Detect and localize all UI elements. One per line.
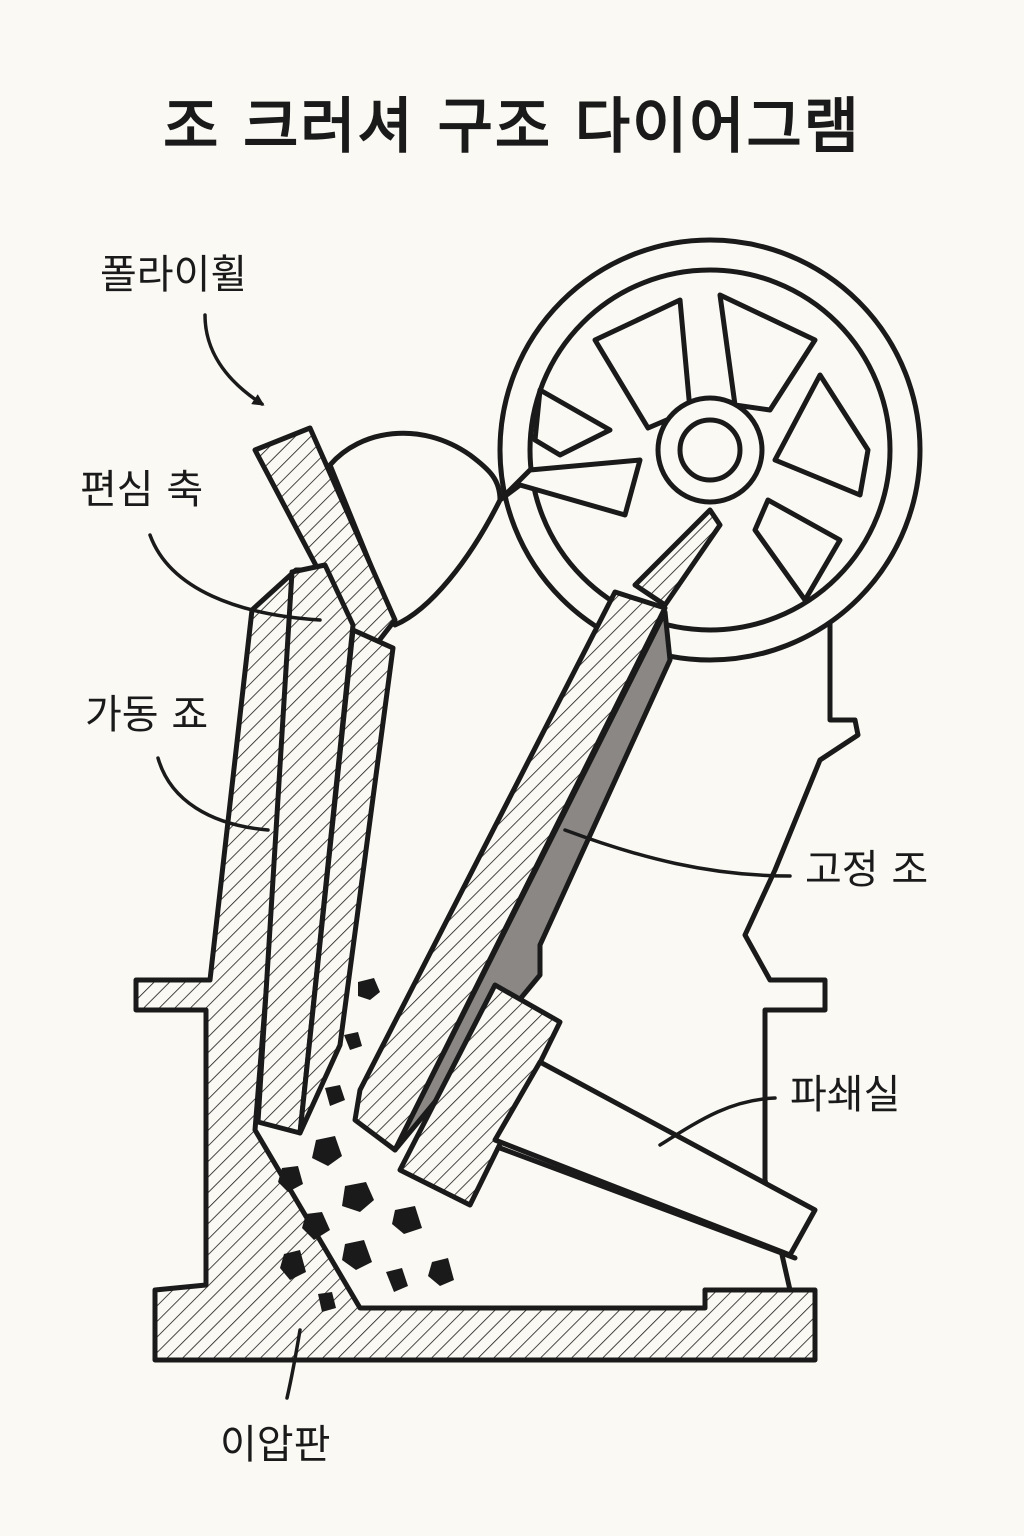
rock-10 <box>280 1250 306 1280</box>
rock-12 <box>386 1268 408 1292</box>
leader-crushing-chamber <box>658 1096 777 1147</box>
flywheel-spoke-window-5 <box>532 387 613 458</box>
movable-jaw-plate <box>297 627 396 1136</box>
label-toggle-plate: 이압판 <box>220 1422 331 1468</box>
label-eccentric-shaft: 편심 축 <box>80 467 204 513</box>
rock-9 <box>342 1240 372 1270</box>
leader-toggle-plate <box>285 1328 302 1400</box>
rock-1 <box>358 978 380 1000</box>
rock-8 <box>302 1212 330 1240</box>
rock-4 <box>312 1136 342 1166</box>
label-flywheel: 폴라이휠 <box>100 252 248 298</box>
leader-flywheel <box>203 313 265 406</box>
label-fixed-jaw: 고정 조 <box>805 847 929 893</box>
rock-7 <box>392 1206 422 1234</box>
toggle-link-inner-line <box>497 1145 798 1261</box>
rock-11 <box>428 1258 454 1286</box>
leader-eccentric-shaft <box>148 533 322 622</box>
rock-2 <box>344 1032 362 1050</box>
eccentric-shaft-body <box>327 430 643 628</box>
rock-5 <box>278 1166 303 1192</box>
rock-3 <box>325 1085 345 1106</box>
fixed-jaw-body <box>352 589 668 1153</box>
flywheel-hub-inner <box>677 417 743 483</box>
label-crushing-chamber: 파쇄실 <box>790 1072 901 1118</box>
flywheel-spoke-window-4 <box>752 497 843 603</box>
rock-particles <box>278 978 454 1312</box>
diagram-title: 조 크러셔 구조 다이어그램 <box>163 92 861 162</box>
leader-fixed-jaw <box>563 828 792 878</box>
rock-6 <box>342 1182 374 1212</box>
fixed-jaw-top-link <box>632 507 723 608</box>
flywheel-spoke-window-2 <box>717 292 818 413</box>
toggle-block <box>397 982 563 1208</box>
flywheel-rim-inner <box>527 267 893 633</box>
leader-movable-jaw <box>156 756 270 832</box>
label-movable-jaw: 가동 죠 <box>85 692 209 738</box>
fixed-jaw-liner <box>392 609 673 1153</box>
rock-13 <box>318 1292 336 1312</box>
frame-housing <box>133 567 818 1363</box>
flywheel-spoke-window-3 <box>772 372 871 498</box>
